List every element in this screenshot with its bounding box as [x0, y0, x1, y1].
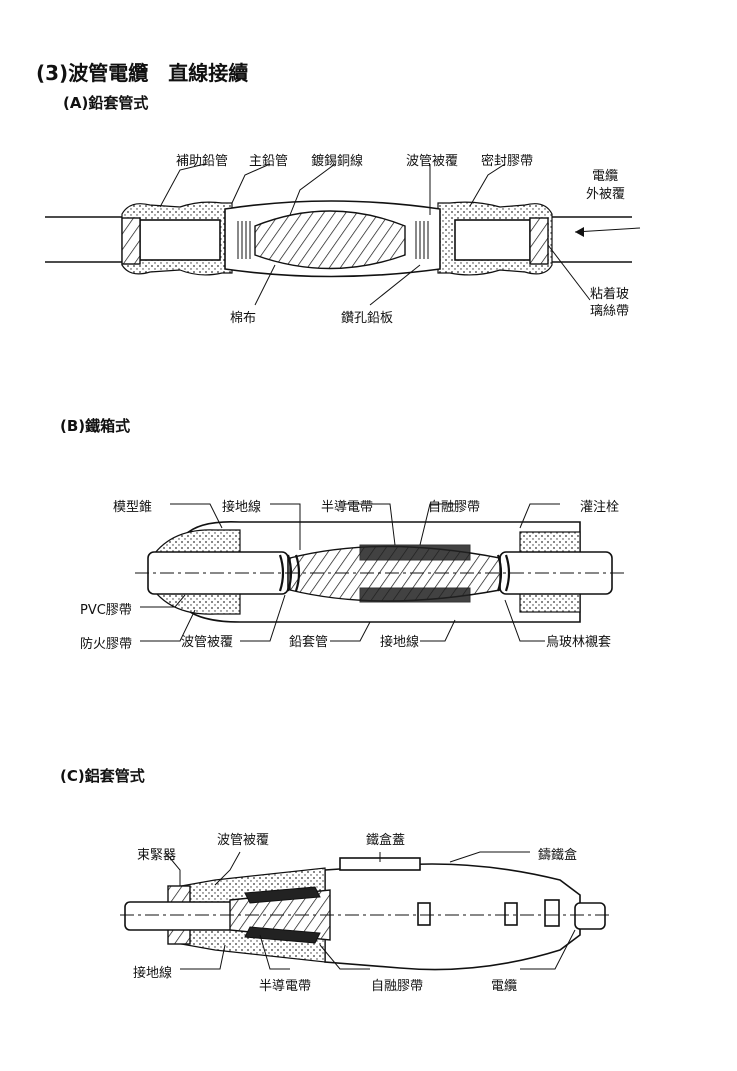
label-corrugated-sheath-c: 波管被覆	[217, 833, 270, 848]
diagram-b-iron-box	[135, 503, 625, 642]
label-corrugated-sheath-b: 波管被覆	[181, 635, 234, 650]
label-cotton-cloth: 棉布	[230, 311, 257, 326]
label-self-fusing-tape-top: 自融膠帶	[428, 500, 481, 515]
label-ground-wire-c: 接地線	[133, 966, 173, 981]
label-semi-conductive-tape-top: 半導電帶	[321, 500, 374, 515]
label-main-lead-pipe: 主鉛管	[249, 154, 289, 169]
label-ground-wire-bottom: 接地線	[380, 635, 420, 650]
label-tinned-copper-wire: 鍍錫銅線	[311, 154, 364, 169]
section-a-heading: (A)鉛套管式	[63, 94, 149, 112]
section-b-heading: (B)鐵箱式	[60, 417, 131, 435]
label-glass-tape-1: 粘着玻	[590, 287, 630, 302]
label-clamp: 束緊器	[137, 848, 177, 863]
page-title: (3)波管電纜 直線接續	[36, 61, 249, 85]
label-filling-plug: 灌注栓	[580, 500, 620, 515]
label-perforated-lead-plate: 鑽孔鉛板	[341, 311, 394, 326]
label-corrugated-sheath-a: 波管被覆	[406, 154, 459, 169]
label-self-fusing-tape-c: 自融膠帶	[371, 979, 424, 994]
label-cable-jacket-1: 電纜	[592, 169, 619, 184]
label-sealing-tape: 密封膠帶	[481, 154, 534, 169]
diagram-c-aluminium-sleeve	[120, 851, 610, 971]
label-cable-jacket-2: 外被覆	[586, 187, 626, 202]
label-glass-tape-2: 璃絲帶	[590, 304, 630, 319]
label-semi-conductive-tape-c: 半導電帶	[259, 979, 312, 994]
label-box-lid: 鐵盒蓋	[366, 833, 406, 848]
label-cone-mold: 模型錐	[113, 500, 153, 515]
section-c-heading: (C)鋁套管式	[60, 767, 145, 785]
label-aux-lead-pipe: 補助鉛管	[176, 154, 229, 169]
label-ground-wire-top: 接地線	[222, 500, 262, 515]
label-fire-tape: 防火膠帶	[80, 637, 133, 652]
label-lead-sleeve: 鉛套管	[289, 635, 329, 650]
label-cable-c: 電纜	[491, 979, 518, 994]
diagram-a-lead-sleeve	[45, 163, 641, 306]
label-ebonite-sleeve: 烏玻林襯套	[546, 635, 612, 650]
label-pvc-tape: PVC膠帶	[80, 603, 132, 618]
label-cast-iron-box: 鑄鐵盒	[538, 848, 578, 863]
